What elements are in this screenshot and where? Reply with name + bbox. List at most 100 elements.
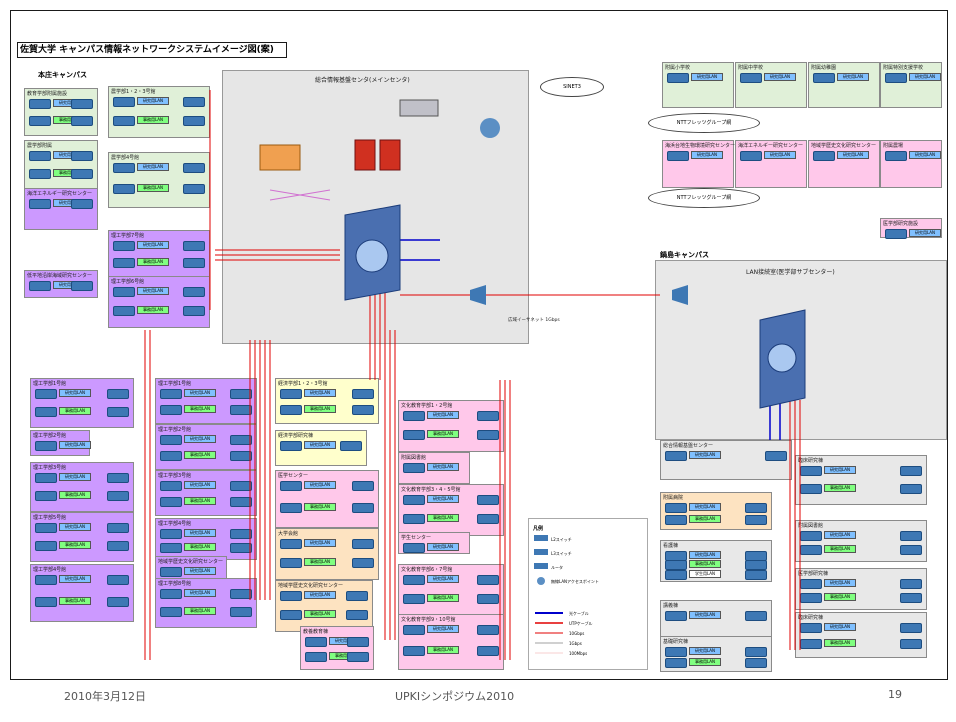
l2-switch-icon — [280, 503, 302, 513]
l2-switch-icon — [665, 569, 687, 580]
l2-switch-icon — [765, 451, 787, 461]
l2-switch-icon — [813, 73, 835, 83]
l2-switch-icon — [477, 575, 499, 585]
l2-switch-icon — [665, 611, 687, 621]
l2-switch-icon — [183, 163, 205, 173]
building-label: 文化教育学部6・7号館 — [401, 567, 453, 573]
building-label: 経済学部研究棟 — [278, 433, 314, 439]
building-box: 経済学部研究棟研究用LAN — [275, 430, 367, 466]
building-label: 海洋エネルギー研究センター — [27, 191, 93, 197]
main-center-label: 総合情報基盤センタ(メインセンタ) — [315, 77, 410, 84]
building-label: 附属特別支援学校 — [883, 65, 924, 71]
legend: 凡例 L2スイッチ L3スイッチ ルータ 無線LANアクセスポイント 光ケーブル… — [528, 518, 648, 670]
sub-center-label: LAN接続室(医学部サブセンター) — [746, 269, 835, 276]
l2-switch-icon — [745, 647, 767, 657]
lan-segment: 研究用LAN — [304, 441, 336, 449]
building-label: 文化教育学部1・2号館 — [401, 403, 453, 409]
building-label: 農学部4号館 — [111, 155, 140, 161]
building-box: 附属農場研究用LAN — [880, 140, 942, 188]
l2-switch-icon — [107, 491, 129, 501]
l2-switch-icon — [113, 184, 135, 194]
building-label: 理工学部6号館 — [111, 279, 145, 285]
lan-segment: 研究用LAN — [427, 543, 459, 551]
building-label: 理工学部2号館 — [158, 427, 192, 433]
l2-switch-icon — [71, 169, 93, 179]
lan-segment: 研究用LAN — [137, 163, 169, 171]
l2-switch-icon — [745, 503, 767, 513]
building-label: 総合情報基盤センター — [663, 443, 714, 449]
lan-segment: 研究用LAN — [909, 151, 941, 159]
lan-segment: 学生用LAN — [689, 569, 721, 578]
l2-switch-icon — [346, 591, 368, 601]
l2-switch-icon — [885, 151, 907, 161]
building-label: 附属中学校 — [738, 65, 764, 71]
ntt-cloud-1: NTTフレッツグループ網 — [648, 113, 760, 133]
l2-switch-icon — [71, 151, 93, 161]
l2-switch-icon — [477, 514, 499, 524]
lan-segment: 事務用LAN — [824, 593, 856, 601]
building-label: 看護棟 — [663, 543, 679, 549]
lan-segment: 研究用LAN — [909, 73, 941, 81]
lan-segment: 研究用LAN — [184, 481, 216, 489]
building-label: 地域学歴史文化研究センター — [811, 143, 877, 149]
lan-segment: 研究用LAN — [184, 567, 216, 575]
l2-switch-icon — [113, 287, 135, 297]
l2-switch-icon — [107, 407, 129, 417]
l2-switch-icon — [35, 541, 57, 551]
lan-segment: 事務用LAN — [184, 607, 216, 615]
slide-frame — [10, 10, 948, 680]
lan-segment: 事務用LAN — [184, 405, 216, 413]
l2-switch-icon — [403, 646, 425, 656]
l2-switch-icon — [352, 405, 374, 415]
lan-segment: 研究用LAN — [824, 466, 856, 474]
building-label: 学生センター — [401, 535, 432, 541]
building-label: 臨床研究棟 — [798, 615, 824, 621]
lan-segment: 事務用LAN — [689, 560, 721, 569]
building-label: 医学センター — [278, 473, 309, 479]
lan-segment: 事務用LAN — [304, 610, 336, 618]
l2-switch-icon — [107, 389, 129, 399]
building-label: 附属幼稚園 — [811, 65, 837, 71]
l2-switch-icon — [183, 97, 205, 107]
lan-segment: 研究用LAN — [59, 575, 91, 583]
ntt-label-2: NTTフレッツグループ網 — [676, 195, 732, 201]
building-label: 教育学部附属施設 — [27, 91, 68, 97]
building-label: 地域学歴史文化研究センター — [158, 559, 224, 565]
l2-switch-icon — [113, 241, 135, 251]
building-label: 講義棟 — [663, 603, 679, 609]
l2-switch-icon — [29, 151, 51, 161]
lan-segment: 研究用LAN — [909, 229, 941, 237]
l2-switch-icon — [107, 575, 129, 585]
l2-switch-icon — [665, 515, 687, 525]
l2-switch-icon — [280, 481, 302, 491]
building-label: 附属農場 — [883, 143, 904, 149]
l2-switch-icon — [183, 306, 205, 316]
legend-item: L3スイッチ — [551, 551, 572, 556]
ntt-label-1: NTTフレッツグループ網 — [676, 120, 732, 126]
building-box: 低平地沿岸海域研究センター研究用LAN — [24, 270, 98, 298]
l2-switch-icon — [183, 258, 205, 268]
lan-segment: 事務用LAN — [304, 503, 336, 511]
lan-segment: 研究用LAN — [59, 473, 91, 481]
building-label: 低平地沿岸海域研究センター — [27, 273, 93, 279]
l2-switch-icon — [29, 99, 51, 109]
lan-segment: 事務用LAN — [137, 258, 169, 266]
building-label: 基礎研究棟 — [663, 639, 689, 645]
lan-segment: 研究用LAN — [689, 647, 721, 655]
l2-switch-icon — [107, 523, 129, 533]
building-label: 農学部附属 — [27, 143, 53, 149]
l2-switch-icon — [665, 658, 687, 668]
l2-switch-icon — [900, 466, 922, 476]
building-label: 附属小学校 — [665, 65, 691, 71]
l2-switch-icon — [113, 306, 135, 316]
building-label: 臨床研究棟 — [798, 458, 824, 464]
l2-switch-icon — [160, 481, 182, 491]
